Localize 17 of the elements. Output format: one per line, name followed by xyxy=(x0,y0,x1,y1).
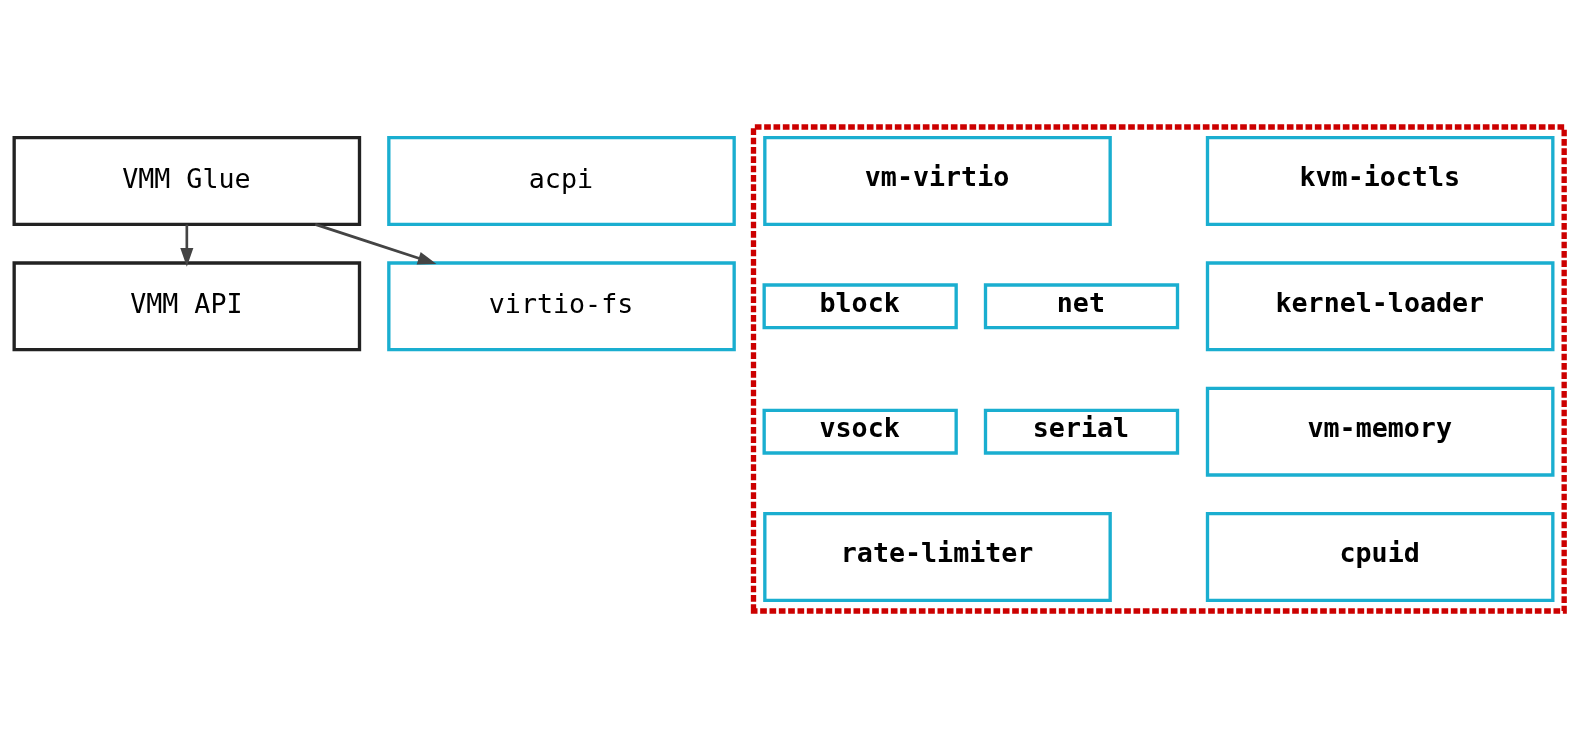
node-box: vm-virtio xyxy=(763,135,1112,226)
node-box: block xyxy=(762,282,958,329)
cluster xyxy=(750,123,1567,614)
node-box: VMM Glue xyxy=(12,135,362,226)
node-box: vm-memory xyxy=(1205,386,1555,477)
node-box: kernel-loader xyxy=(1205,260,1555,351)
node-box: kvm-ioctls xyxy=(1205,135,1555,226)
node-box: net xyxy=(983,282,1180,329)
node-box: vsock xyxy=(762,408,958,455)
node-box: acpi xyxy=(387,135,736,226)
arrow xyxy=(314,222,437,264)
arrow xyxy=(180,224,194,267)
node-box: cpuid xyxy=(1205,511,1555,602)
node-box: virtio-fs xyxy=(387,260,736,351)
node-box: VMM API xyxy=(12,260,362,351)
node-box: rate-limiter xyxy=(763,511,1112,602)
node-box: serial xyxy=(983,408,1180,455)
